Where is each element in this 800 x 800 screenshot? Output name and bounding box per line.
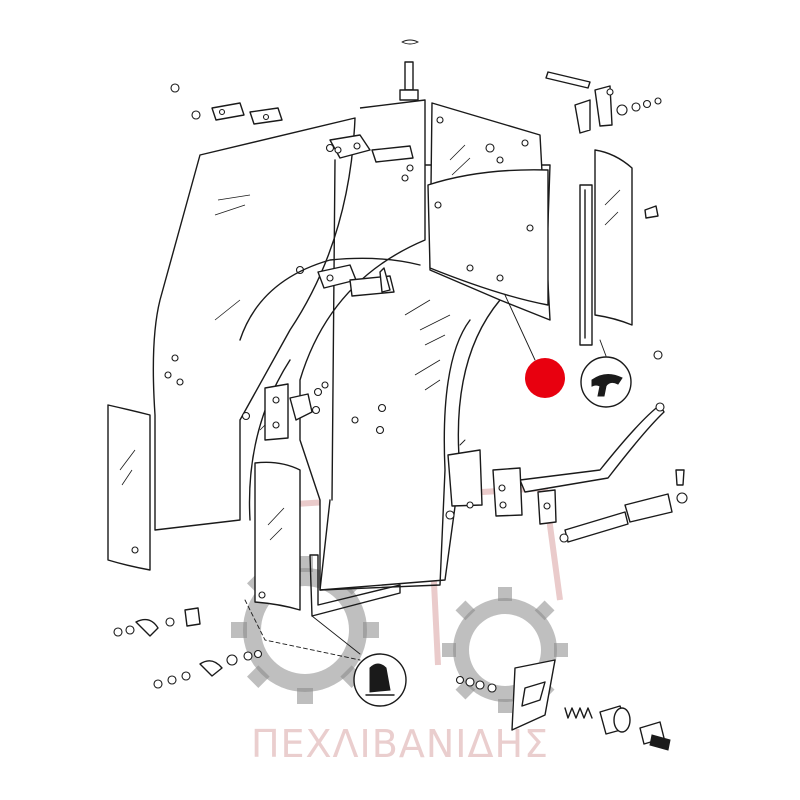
middle-hinge <box>317 264 395 297</box>
hinge-pin-hardware-upper <box>113 607 201 637</box>
left-quarter-window <box>152 117 356 531</box>
door-seal-detail <box>244 599 407 707</box>
gas-strut <box>559 469 688 543</box>
right-glass-strip <box>579 149 659 346</box>
latch-bracket <box>447 439 557 525</box>
lock-bracket <box>455 659 556 731</box>
hinge-pin-hardware-lower <box>153 649 263 689</box>
rear-fixed-glass <box>427 102 551 321</box>
lower-left-glass-strip <box>107 404 151 571</box>
lock-cylinder <box>599 705 631 735</box>
door-stay-rod <box>519 402 665 493</box>
top-right-hinge-parts <box>545 71 662 134</box>
lock-spring <box>564 707 593 719</box>
lock-key <box>639 721 671 751</box>
seal-profile-detail <box>580 339 632 408</box>
highlight-dot[interactable] <box>525 358 565 398</box>
front-lower-glass <box>254 461 301 611</box>
misc-bolts <box>321 350 663 520</box>
watermark-text: ΠΕΧΛΙΒΑΝΙΔΗΣ <box>250 722 550 766</box>
leader-line <box>504 294 536 361</box>
top-hinge <box>329 134 414 163</box>
door-latch-left <box>241 383 323 441</box>
top-left-bolts <box>170 83 283 125</box>
top-pin <box>399 39 420 101</box>
